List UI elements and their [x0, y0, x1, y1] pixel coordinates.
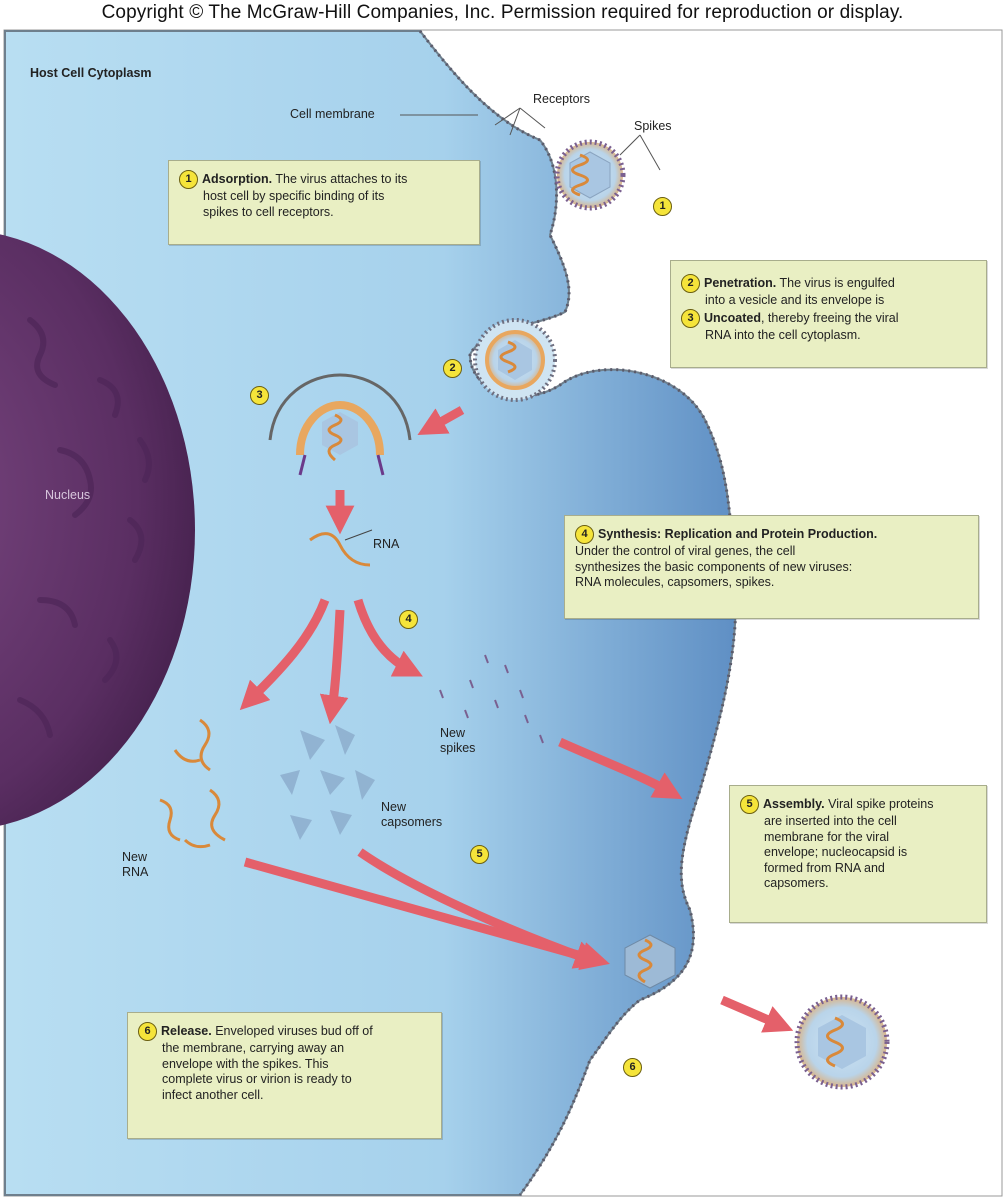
- rna-strand: [309, 532, 371, 567]
- virus-outside: [554, 139, 626, 211]
- marker-step-3: 3: [250, 386, 269, 405]
- marker-step-1: 1: [653, 197, 672, 216]
- host-cell-label: Host Cell Cytoplasm: [30, 66, 152, 80]
- cell-membrane-edge: [418, 30, 738, 1196]
- virus-uncoating: [268, 373, 412, 476]
- new-rna-strands: [159, 718, 226, 849]
- marker-step-5: 5: [470, 845, 489, 864]
- spikes-label: Spikes: [634, 119, 672, 133]
- virus-engulfed: [473, 318, 557, 402]
- nucleocapsid-assembling: [624, 934, 676, 989]
- receptors-label: Receptors: [533, 92, 590, 106]
- copyright-line: Copyright © The McGraw-Hill Companies, I…: [101, 2, 904, 23]
- new-capsomers: [280, 725, 375, 840]
- marker-step-6: 6: [623, 1058, 642, 1077]
- process-arrows: [239, 406, 794, 1033]
- marker-step-4: 4: [399, 610, 418, 629]
- released-virion: [794, 994, 890, 1090]
- cell-membrane-label: Cell membrane: [290, 107, 375, 121]
- nucleus-label: Nucleus: [45, 488, 91, 502]
- new-spikes: [439, 654, 544, 744]
- host-cell-cytoplasm: [4, 30, 737, 1196]
- rna-label: RNA: [373, 537, 400, 551]
- marker-step-2: 2: [443, 359, 462, 378]
